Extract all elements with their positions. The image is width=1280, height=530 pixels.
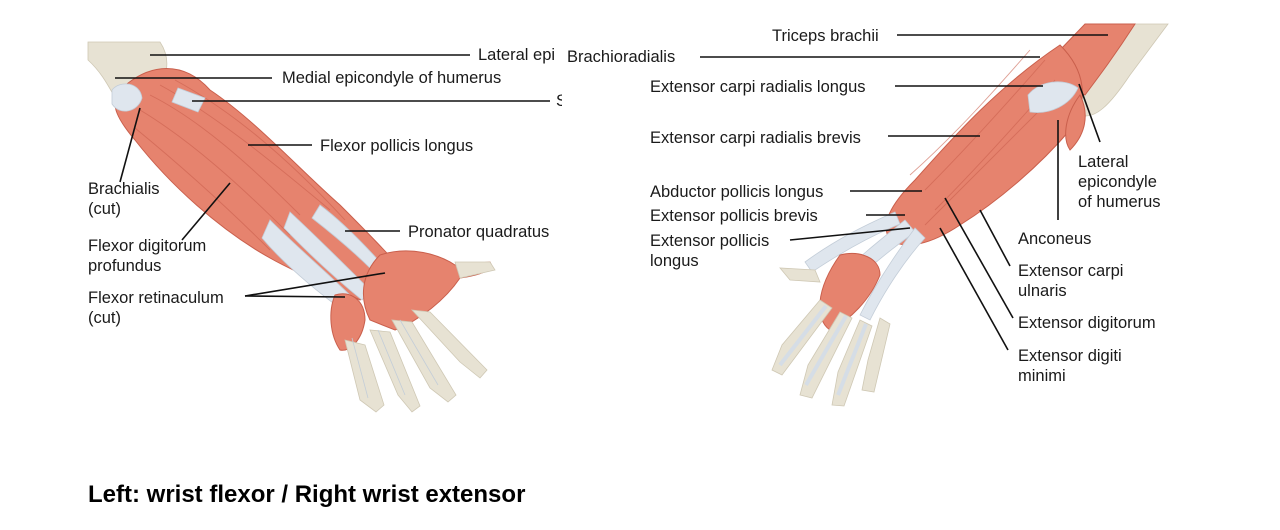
label-cut-s: S	[556, 91, 562, 111]
left-wrist-tendons	[261, 204, 381, 313]
right-arm-illustration	[771, 23, 1169, 407]
label-pronator-quadratus: Pronator quadratus	[408, 223, 550, 241]
left-cut-tendon	[171, 87, 206, 113]
left-arm-illustration	[87, 41, 496, 413]
right-finger-tendons	[778, 304, 868, 396]
label-extensor-carpi-ulnaris: Extensor carpi ulnaris	[1018, 262, 1124, 300]
label-brachialis: Brachialis (cut)	[88, 180, 160, 218]
label-flexor-retinaculum: Flexor retinaculum (cut)	[88, 289, 224, 327]
label-extensor-digitorum: Extensor digitorum	[1018, 314, 1156, 332]
label-lateral-epicondyle: Lateral epicondyle of humerus	[1078, 153, 1161, 211]
figure-caption: Left: wrist flexor / Right wrist extenso…	[88, 481, 526, 508]
label-medial-epicondyle: Medial epicondyle of humerus	[282, 69, 502, 87]
label-extensor-pollicis-longus: Extensor pollicis longus	[650, 232, 770, 270]
left-finger-tendons	[351, 319, 439, 399]
label-ecr-brevis: Extensor carpi radialis brevis	[650, 129, 861, 147]
label-brachioradialis: Brachioradialis	[567, 47, 678, 67]
label-abductor-pollicis-longus: Abductor pollicis longus	[650, 183, 824, 201]
right-forearm-muscle	[885, 44, 1083, 246]
label-extensor-pollicis-brevis: Extensor pollicis brevis	[650, 207, 818, 225]
left-leader-lines	[115, 54, 550, 298]
left-epicondyle-tendon	[111, 83, 143, 112]
right-epicondyle-tendon	[1027, 81, 1079, 113]
label-extensor-digiti-minimi: Extensor digiti minimi	[1018, 347, 1122, 385]
label-anconeus: Anconeus	[1018, 230, 1092, 248]
label-flexor-digitorum-profundus: Flexor digitorum profundus	[88, 237, 207, 275]
label-triceps-brachii: Triceps brachii	[772, 27, 879, 45]
label-lateral-epi: Lateral epi	[478, 45, 558, 65]
label-ecr-longus: Extensor carpi radialis longus	[650, 78, 866, 96]
right-leader-lines	[700, 34, 1108, 351]
label-flexor-pollicis-longus: Flexor pollicis longus	[320, 137, 474, 155]
right-thumb-muscle	[819, 253, 881, 331]
right-anconeus-muscle	[1065, 94, 1086, 151]
